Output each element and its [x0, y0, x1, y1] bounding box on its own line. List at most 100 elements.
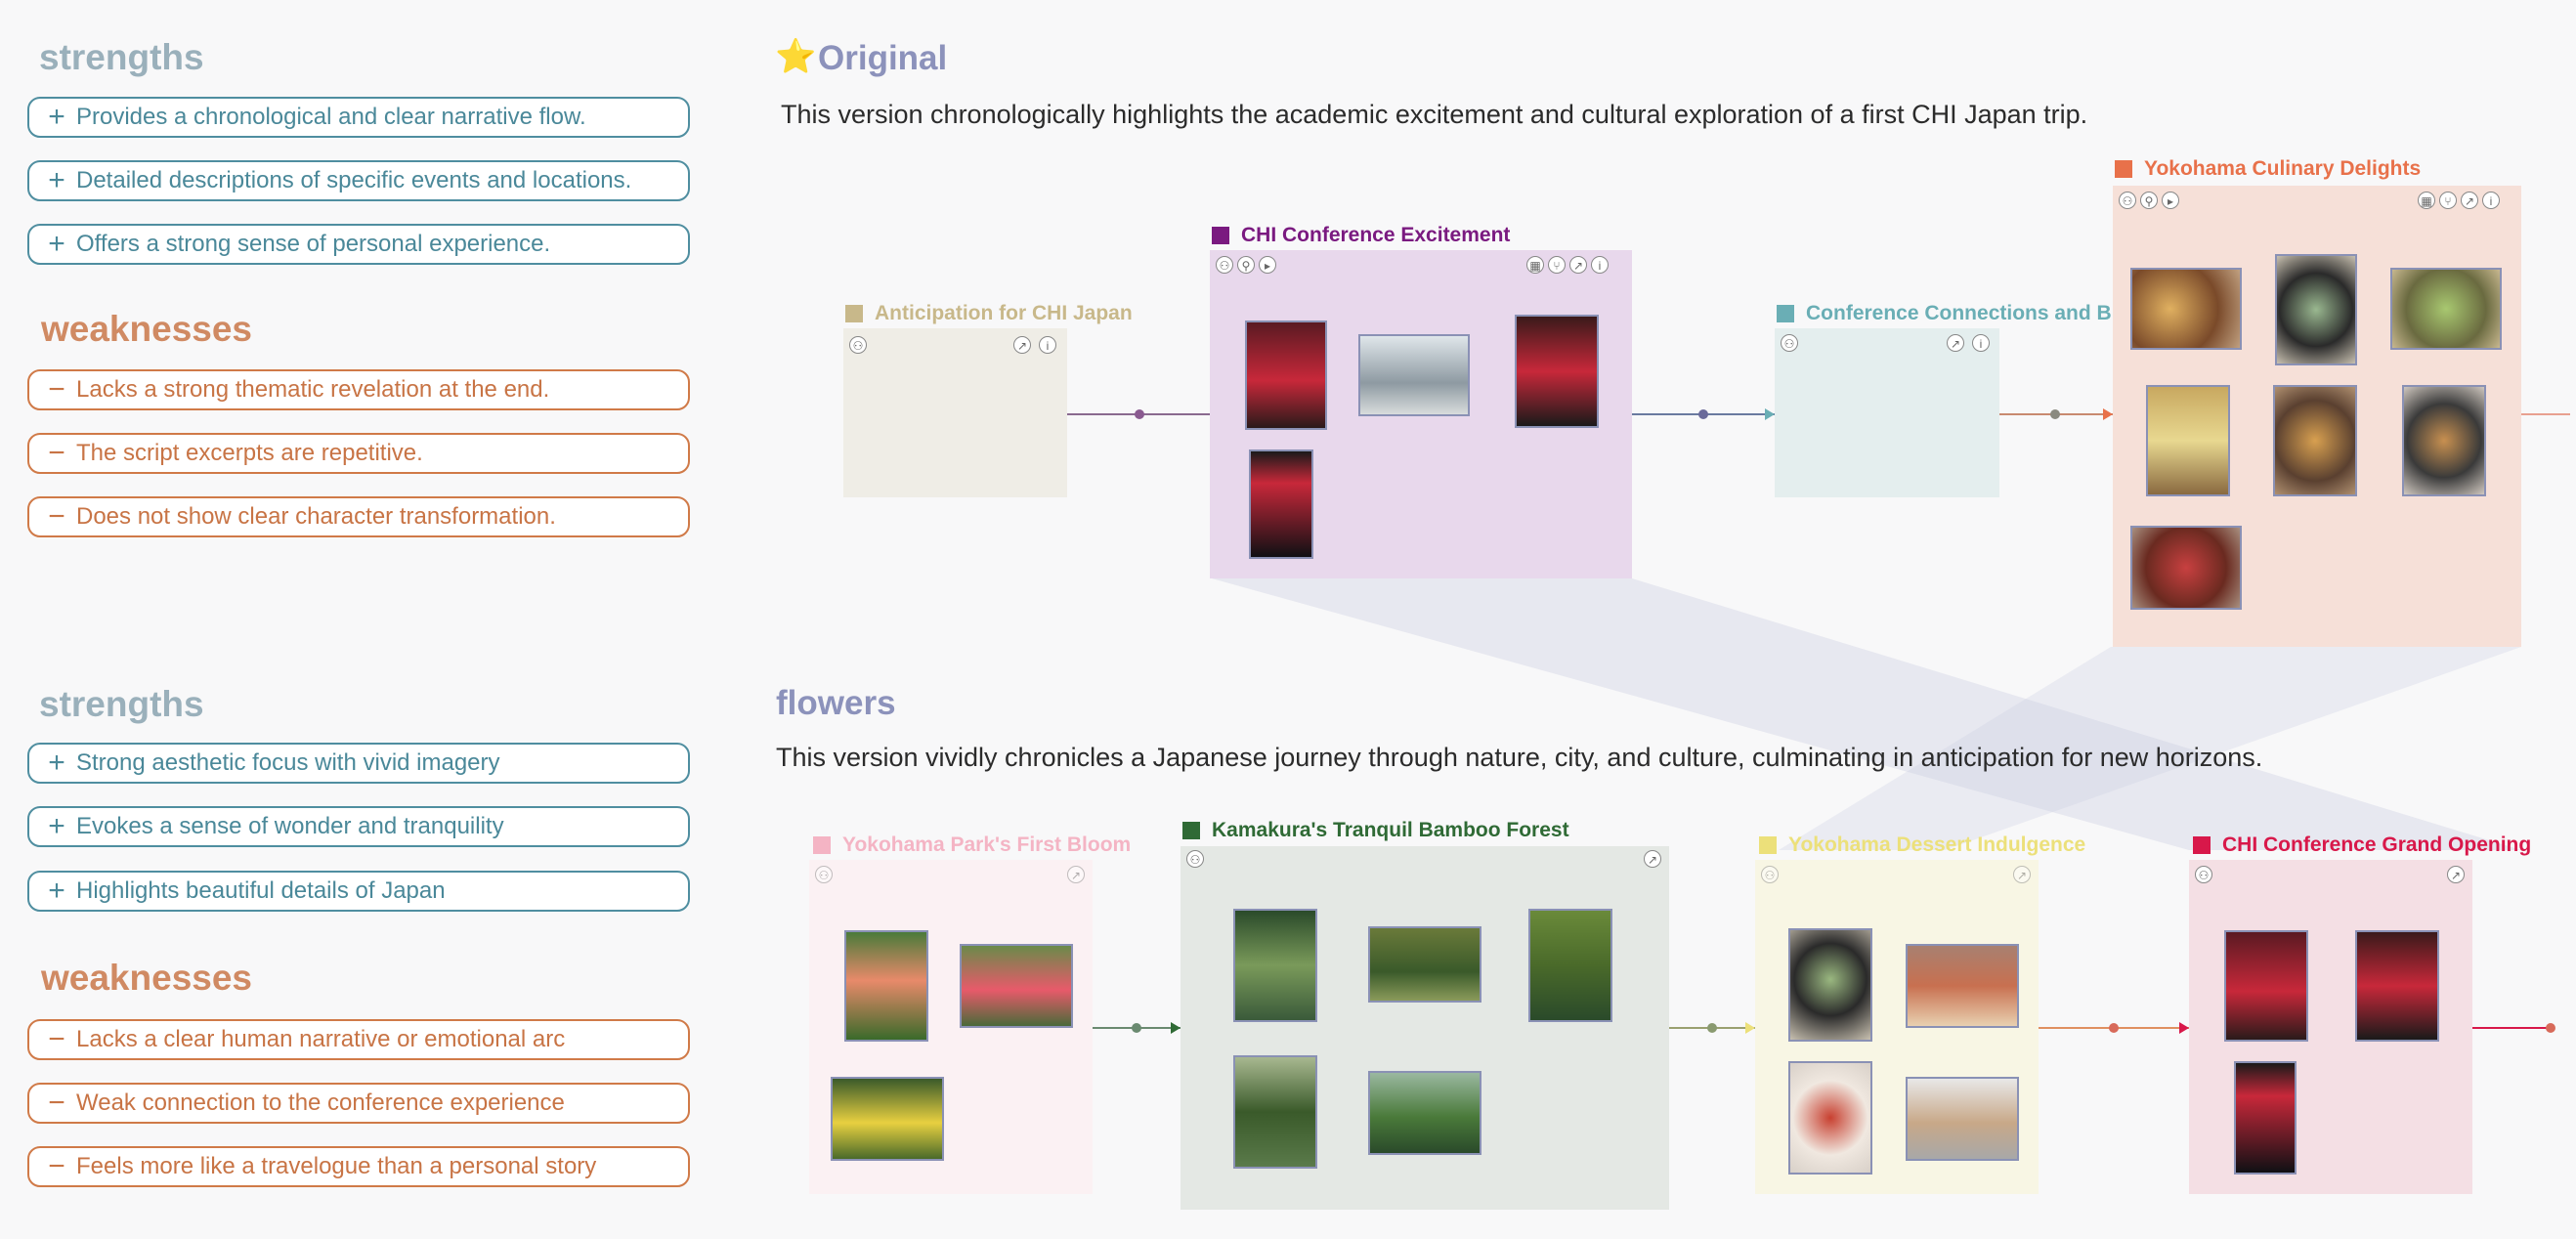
person-icon[interactable]: ⚇	[1781, 334, 1798, 352]
photo-thumbnail[interactable]	[1368, 926, 1481, 1003]
node-label[interactable]: Yokohama Park's First Bloom	[813, 833, 1131, 857]
color-swatch	[1182, 822, 1200, 839]
story-node-anticipation[interactable]: ⚇ ↗ i	[843, 328, 1067, 497]
edit-icon[interactable]: ↗	[2447, 866, 2465, 883]
photo-thumbnail[interactable]	[1233, 1055, 1317, 1169]
story-node-chi-excitement[interactable]: ⚇ ⚲ ▸ ▦ ⑂ ↗ i	[1210, 250, 1632, 578]
person-icon[interactable]: ⚇	[849, 336, 867, 354]
photo-thumbnail[interactable]	[960, 944, 1073, 1028]
photo-thumbnail[interactable]	[2355, 930, 2439, 1042]
node-label[interactable]: CHI Conference Grand Opening	[2193, 833, 2531, 857]
photo-thumbnail[interactable]	[2130, 526, 2242, 610]
video-icon[interactable]: ▸	[2162, 192, 2179, 209]
star-icon: ⭐	[775, 38, 817, 75]
person-icon[interactable]: ⚇	[1186, 850, 1204, 868]
photo-thumbnail[interactable]	[1249, 449, 1313, 559]
person-icon[interactable]: ⚇	[2195, 866, 2212, 883]
weakness-item: −Does not show clear character transform…	[27, 496, 690, 537]
link-icon[interactable]: ⚲	[2140, 192, 2158, 209]
color-swatch	[845, 305, 863, 322]
minus-icon: −	[48, 1023, 65, 1055]
minus-icon: −	[48, 1150, 65, 1182]
minus-icon: −	[48, 437, 65, 469]
node-label[interactable]: CHI Conference Excitement	[1212, 224, 1510, 247]
strength-item: +Highlights beautiful details of Japan	[27, 871, 690, 912]
branch-icon[interactable]: ⑂	[1548, 256, 1566, 274]
node-label[interactable]: Yokohama Culinary Delights	[2115, 157, 2421, 181]
person-icon[interactable]: ⚇	[2119, 192, 2136, 209]
color-swatch	[1212, 227, 1229, 244]
node-label[interactable]: Kamakura's Tranquil Bamboo Forest	[1182, 819, 1569, 842]
edit-icon[interactable]: ↗	[1067, 866, 1085, 883]
version-title[interactable]: Original	[818, 39, 948, 77]
story-node-dessert[interactable]: ⚇ ↗	[1755, 860, 2039, 1194]
photo-thumbnail[interactable]	[1788, 928, 1872, 1042]
story-node-chi-opening[interactable]: ⚇ ↗	[2189, 860, 2472, 1194]
photo-thumbnail[interactable]	[2224, 930, 2308, 1042]
strength-item: +Strong aesthetic focus with vivid image…	[27, 743, 690, 784]
photo-thumbnail[interactable]	[1528, 909, 1612, 1022]
strength-item: +Evokes a sense of wonder and tranquilit…	[27, 806, 690, 847]
info-icon[interactable]: i	[2482, 192, 2500, 209]
branch-icon[interactable]: ⑂	[2439, 192, 2457, 209]
photo-thumbnail[interactable]	[1233, 909, 1317, 1022]
strengths-heading: strengths	[39, 37, 204, 77]
photo-thumbnail[interactable]	[2273, 385, 2357, 496]
color-swatch	[2193, 836, 2211, 854]
photo-thumbnail[interactable]	[1906, 1077, 2019, 1161]
weakness-item: −Feels more like a travelogue than a per…	[27, 1146, 690, 1187]
person-icon[interactable]: ⚇	[1761, 866, 1779, 883]
edit-icon[interactable]: ↗	[1013, 336, 1031, 354]
node-label[interactable]: Yokohama Dessert Indulgence	[1759, 833, 2085, 857]
story-node-park-bloom[interactable]: ⚇ ↗	[809, 860, 1093, 1194]
photo-thumbnail[interactable]	[1245, 320, 1327, 430]
edit-icon[interactable]: ↗	[1569, 256, 1587, 274]
grid-icon[interactable]: ▦	[1526, 256, 1544, 274]
story-node-culinary[interactable]: ⚇ ⚲ ▸ ▦ ⑂ ↗ i	[2113, 186, 2521, 647]
weakness-item: −Weak connection to the conference exper…	[27, 1083, 690, 1124]
weaknesses-heading: weaknesses	[41, 309, 253, 349]
grid-icon[interactable]: ▦	[2418, 192, 2435, 209]
strength-item: +Provides a chronological and clear narr…	[27, 97, 690, 138]
photo-thumbnail[interactable]	[831, 1077, 944, 1161]
story-node-connections[interactable]: ⚇ ↗ i	[1775, 328, 1999, 497]
edit-icon[interactable]: ↗	[1947, 334, 1964, 352]
link-icon[interactable]: ⚲	[1237, 256, 1255, 274]
photo-thumbnail[interactable]	[1906, 944, 2019, 1028]
photo-thumbnail[interactable]	[1358, 334, 1470, 416]
photo-thumbnail[interactable]	[844, 930, 928, 1042]
plus-icon: +	[48, 101, 65, 133]
photo-thumbnail[interactable]	[2390, 268, 2502, 350]
photo-thumbnail[interactable]	[1368, 1071, 1481, 1155]
photo-thumbnail[interactable]	[2146, 385, 2230, 496]
version-description: This version chronologically highlights …	[781, 100, 2088, 129]
node-label[interactable]: Conference Connections and Break	[1777, 302, 2154, 325]
person-icon[interactable]: ⚇	[815, 866, 833, 883]
version-description: This version vividly chronicles a Japane…	[776, 743, 2263, 772]
photo-thumbnail[interactable]	[1788, 1061, 1872, 1175]
node-label[interactable]: Anticipation for CHI Japan	[845, 302, 1133, 325]
info-icon[interactable]: i	[1591, 256, 1609, 274]
photo-thumbnail[interactable]	[2402, 385, 2486, 496]
edit-icon[interactable]: ↗	[2013, 866, 2031, 883]
person-icon[interactable]: ⚇	[1216, 256, 1233, 274]
photo-thumbnail[interactable]	[2234, 1061, 2297, 1175]
info-icon[interactable]: i	[1972, 334, 1990, 352]
weakness-item: −Lacks a clear human narrative or emotio…	[27, 1019, 690, 1060]
edit-icon[interactable]: ↗	[2461, 192, 2478, 209]
strength-item: +Detailed descriptions of specific event…	[27, 160, 690, 201]
minus-icon: −	[48, 1087, 65, 1119]
story-node-bamboo[interactable]: ⚇ ↗	[1181, 846, 1669, 1210]
plus-icon: +	[48, 875, 65, 907]
video-icon[interactable]: ▸	[1259, 256, 1276, 274]
edit-icon[interactable]: ↗	[1644, 850, 1661, 868]
photo-thumbnail[interactable]	[2275, 254, 2357, 365]
weakness-item: −Lacks a strong thematic revelation at t…	[27, 369, 690, 410]
photo-thumbnail[interactable]	[1515, 315, 1599, 428]
plus-icon: +	[48, 747, 65, 779]
photo-thumbnail[interactable]	[2130, 268, 2242, 350]
minus-icon: −	[48, 373, 65, 406]
info-icon[interactable]: i	[1039, 336, 1056, 354]
weakness-item: −The script excerpts are repetitive.	[27, 433, 690, 474]
version-title[interactable]: flowers	[776, 684, 896, 722]
